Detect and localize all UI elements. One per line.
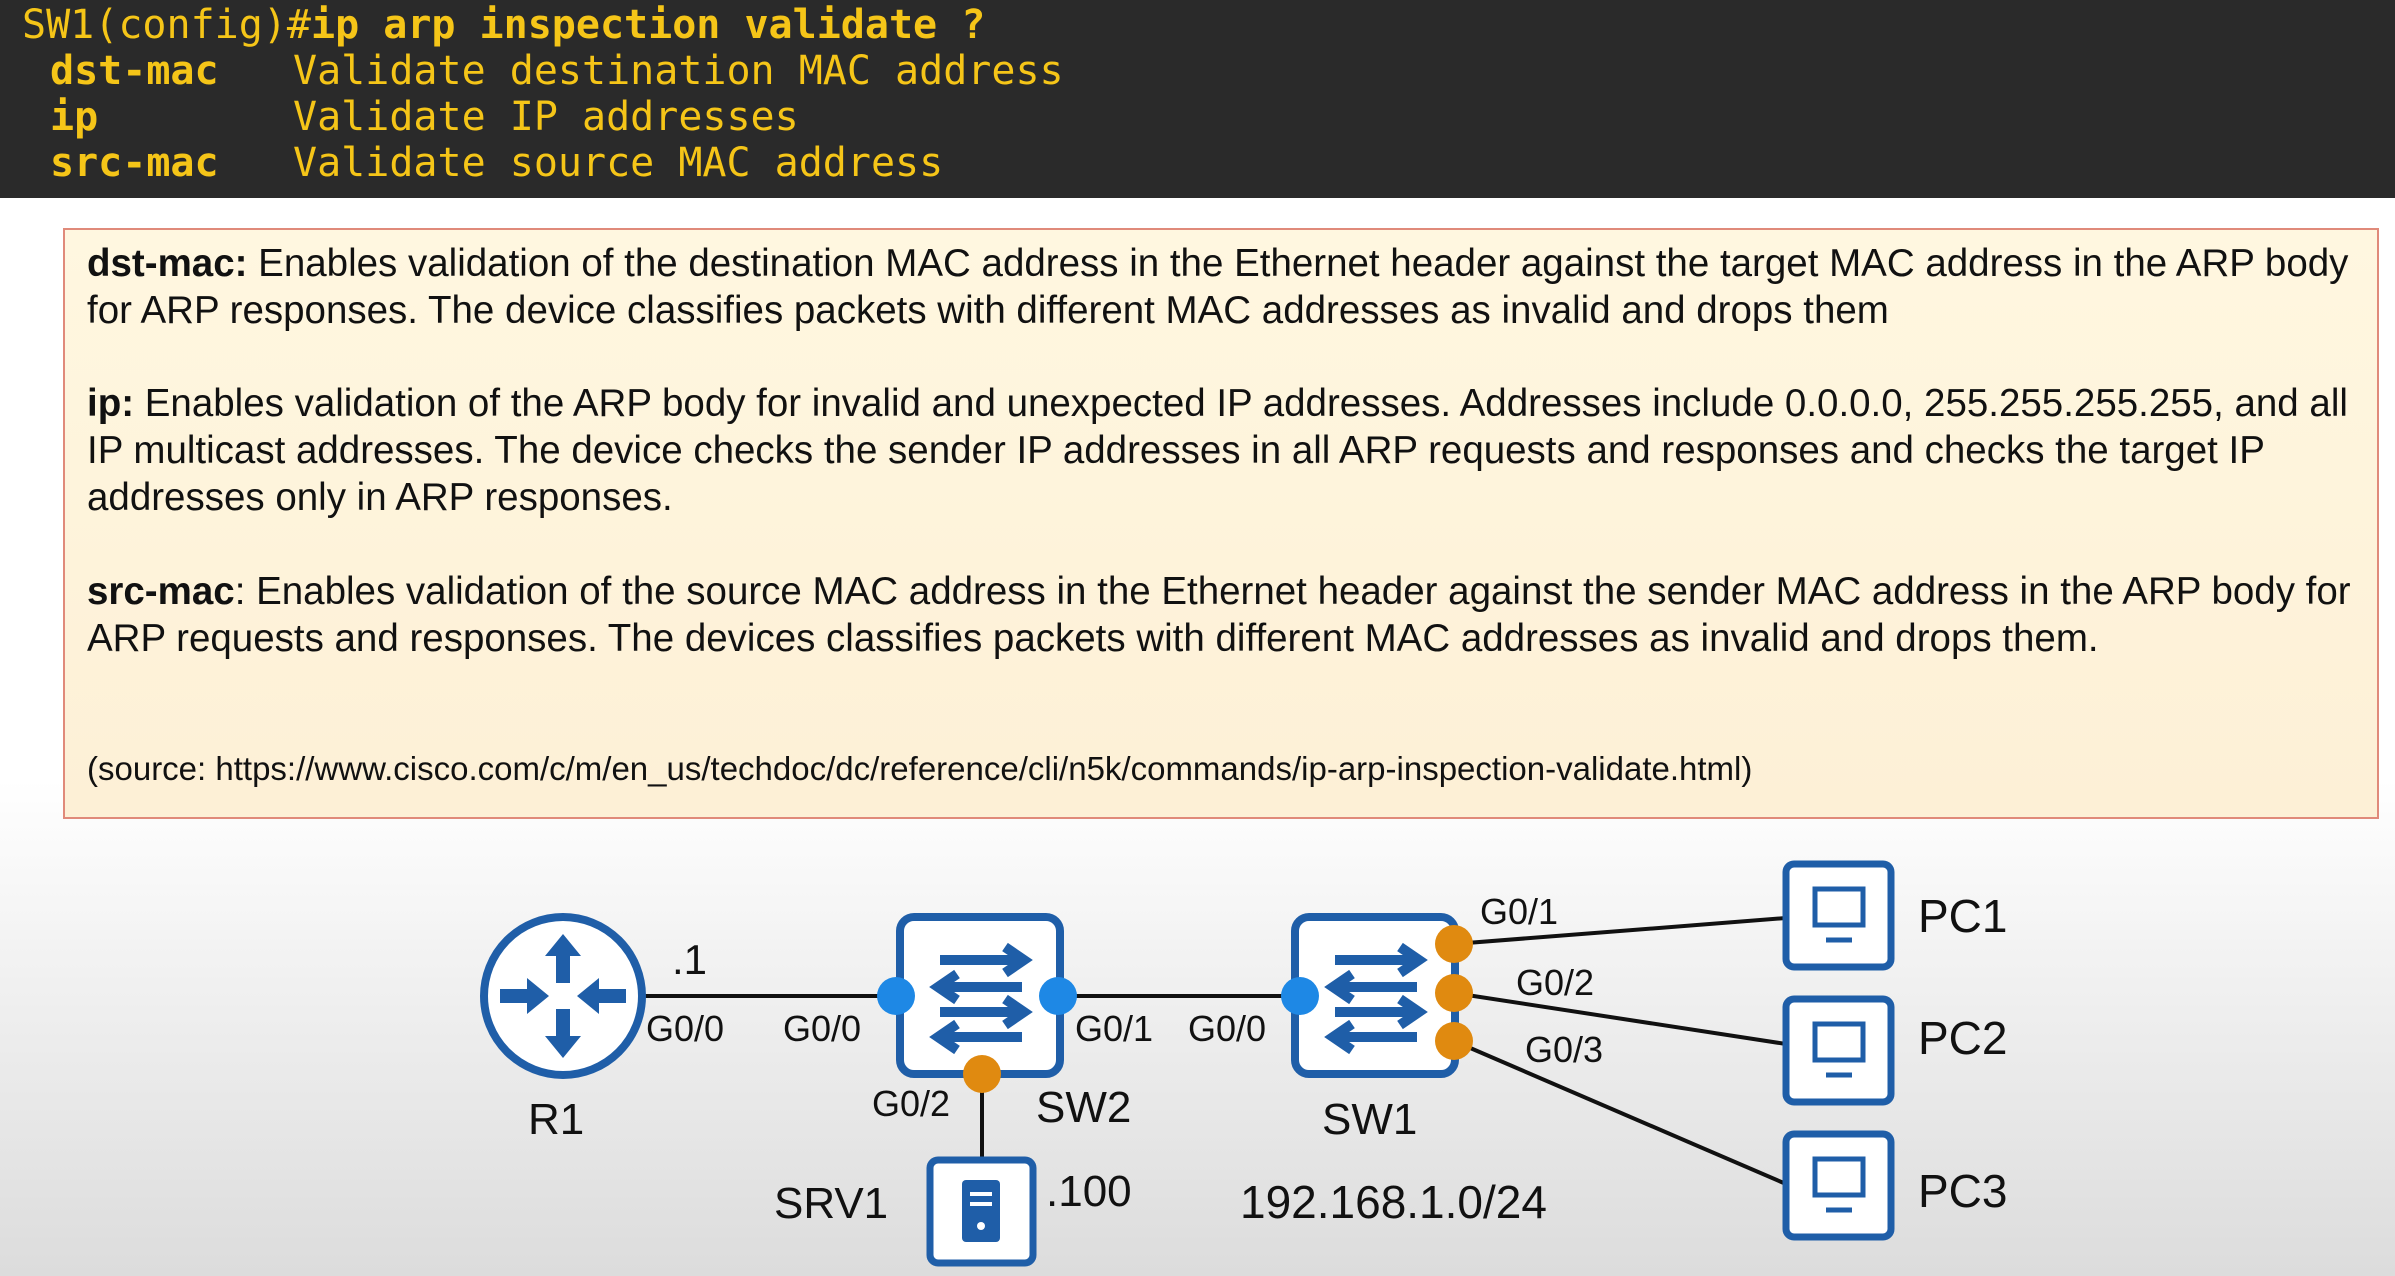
- sw1-interface-label: G0/1: [1480, 891, 1558, 932]
- sw2-interface-label: G0/0: [783, 1008, 861, 1049]
- pc3-label: PC3: [1918, 1165, 2007, 1217]
- subnet-label: 192.168.1.0/24: [1240, 1176, 1547, 1228]
- cli-option-keyword: ip: [50, 94, 99, 140]
- port-untrusted: [1435, 974, 1473, 1012]
- port-trusted: [1281, 977, 1319, 1015]
- ip-text: Enables validation of the ARP body for i…: [87, 382, 2348, 519]
- pc2-label: PC2: [1918, 1012, 2007, 1064]
- src-mac-term: src-mac: [87, 570, 235, 613]
- server-icon: [926, 1156, 1037, 1267]
- sw1-interface-label: G0/3: [1525, 1029, 1603, 1070]
- src-mac-paragraph: src-mac: Enables validation of the sourc…: [87, 568, 2357, 662]
- srv1-host-address: .100: [1046, 1167, 1132, 1216]
- link-sw1-pc1: [1453, 916, 1787, 946]
- pc1-label: PC1: [1918, 890, 2007, 942]
- cli-option-description: Validate source MAC address: [293, 140, 944, 186]
- switch-icon: [1291, 913, 1459, 1078]
- dst-mac-paragraph: dst-mac: Enables validation of the desti…: [87, 240, 2357, 334]
- link-sw1-pc3: [1453, 1039, 1787, 1186]
- r1-label: R1: [528, 1095, 584, 1144]
- cli-option-description: Validate IP addresses: [293, 94, 799, 140]
- port-trusted: [1039, 977, 1077, 1015]
- cli-option-row: ip Validate IP addresses: [0, 94, 2395, 140]
- cli-prompt: SW1(config)#: [22, 2, 311, 48]
- cli-option-description: Validate destination MAC address: [293, 48, 1064, 94]
- switch-icon: [896, 913, 1064, 1078]
- src-mac-text: : Enables validation of the source MAC a…: [87, 570, 2351, 660]
- link-sw1-pc2: [1453, 991, 1787, 1046]
- source-citation: (source: https://www.cisco.com/c/m/en_us…: [87, 750, 1753, 787]
- explanation-box: dst-mac: Enables validation of the desti…: [63, 228, 2379, 819]
- pc-icon: [1782, 1130, 1895, 1241]
- port-untrusted: [963, 1055, 1001, 1093]
- port-untrusted: [1435, 1022, 1473, 1060]
- cli-command: ip arp inspection validate ?: [310, 2, 986, 48]
- cli-option-row: dst-mac Validate destination MAC address: [0, 48, 2395, 94]
- sw1-interface-label: G0/2: [1516, 962, 1594, 1003]
- network-topology-diagram: .1 G0/0 G0/0 G0/1 G0/0 G0/2 G0/1 G0/2 G0…: [480, 860, 2007, 1267]
- r1-host-address: .1: [672, 936, 707, 983]
- ip-term: ip:: [87, 382, 135, 425]
- r1-interface-label: G0/0: [646, 1008, 724, 1049]
- cli-command-line: SW1(config)#ip arp inspection validate ?: [22, 2, 985, 48]
- sw1-interface-label: G0/0: [1188, 1008, 1266, 1049]
- sw2-interface-label: G0/2: [872, 1083, 950, 1124]
- cli-output: SW1(config)#ip arp inspection validate ?…: [0, 0, 2395, 198]
- router-icon: [480, 913, 646, 1079]
- pc-icon: [1782, 995, 1895, 1106]
- cli-option-keyword: dst-mac: [50, 48, 219, 94]
- cli-option-row: src-mac Validate source MAC address: [0, 140, 2395, 186]
- sw2-label: SW2: [1036, 1083, 1131, 1132]
- ip-paragraph: ip: Enables validation of the ARP body f…: [87, 380, 2357, 521]
- sw2-interface-label: G0/1: [1075, 1008, 1153, 1049]
- port-untrusted: [1435, 925, 1473, 963]
- sw1-label: SW1: [1322, 1095, 1417, 1144]
- pc-icon: [1782, 860, 1895, 971]
- dst-mac-text: Enables validation of the destination MA…: [87, 242, 2349, 332]
- port-trusted: [877, 977, 915, 1015]
- srv1-label: SRV1: [774, 1179, 888, 1228]
- cli-option-keyword: src-mac: [50, 140, 219, 186]
- dst-mac-term: dst-mac:: [87, 242, 248, 285]
